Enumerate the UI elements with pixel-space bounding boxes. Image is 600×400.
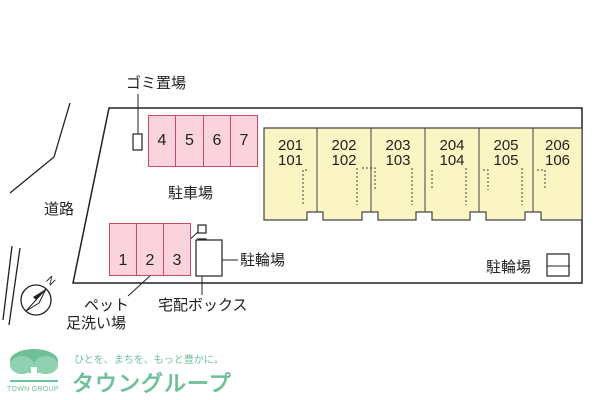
unit: 205 105 bbox=[479, 128, 533, 169]
pet-wash-box bbox=[197, 224, 207, 234]
unit: 206 106 bbox=[533, 128, 582, 169]
unit-upper-room: 204 bbox=[439, 137, 465, 154]
unit-lower-room: 101 bbox=[277, 152, 304, 169]
unit: 203 103 bbox=[371, 128, 425, 169]
road-edge-line bbox=[2, 245, 13, 321]
pet-wash-label-line2: 足洗い場 bbox=[66, 315, 127, 332]
bicycle-parking-right-area bbox=[546, 253, 570, 277]
road-edge-line bbox=[53, 102, 71, 158]
parking-label: 駐車場 bbox=[168, 185, 214, 202]
brand-logo bbox=[6, 347, 62, 385]
stair-hints bbox=[302, 167, 546, 205]
road-edge-line bbox=[9, 156, 55, 194]
parking-space: 1 bbox=[109, 223, 137, 276]
unit-upper-room: 203 bbox=[385, 137, 411, 154]
unit: 204 104 bbox=[425, 128, 479, 169]
delivery-box-label: 宅配ボックス bbox=[158, 297, 248, 314]
unit-upper-room: 205 bbox=[493, 137, 519, 154]
bicycle-parking-right-label: 駐輪場 bbox=[486, 259, 532, 276]
tree-logo-icon bbox=[10, 349, 58, 382]
unit-upper-room: 202 bbox=[331, 137, 357, 154]
unit-lower-room: 102 bbox=[331, 152, 357, 169]
pet-wash-label-line1: ペット bbox=[84, 297, 130, 314]
road-edge-line bbox=[8, 247, 21, 326]
parking-space: 6 bbox=[203, 115, 231, 167]
brand-name-en: TOWN GROUP bbox=[7, 386, 59, 393]
unit-lower-room: 103 bbox=[385, 152, 411, 169]
bicycle-parking-left-area bbox=[195, 239, 223, 277]
brand-tagline: ひとを、まちを、もっと豊かに。 bbox=[74, 355, 224, 366]
unit-upper-room: 201 bbox=[277, 137, 304, 154]
unit-lower-room: 105 bbox=[493, 152, 519, 169]
parking-space: 5 bbox=[175, 115, 204, 167]
unit-upper-room: 206 bbox=[544, 137, 571, 154]
parking-space: 2 bbox=[136, 223, 164, 276]
unit-lower-room: 106 bbox=[544, 152, 571, 169]
parking-space: 7 bbox=[230, 115, 258, 167]
unit: 201 101 bbox=[264, 128, 317, 169]
bicycle-parking-left-label: 駐輪場 bbox=[240, 252, 286, 269]
parking-space: 3 bbox=[163, 223, 191, 276]
unit: 202 102 bbox=[317, 128, 371, 169]
garbage-box bbox=[132, 133, 143, 151]
road-label: 道路 bbox=[44, 201, 75, 218]
brand-name: タウングループ bbox=[72, 371, 232, 396]
garbage-label: ゴミ置場 bbox=[126, 75, 187, 92]
north-arrow bbox=[20, 284, 52, 316]
unit-dividers bbox=[316, 128, 534, 212]
parking-space: 4 bbox=[148, 115, 176, 167]
unit-lower-room: 104 bbox=[439, 152, 465, 169]
building-outline bbox=[263, 127, 583, 221]
